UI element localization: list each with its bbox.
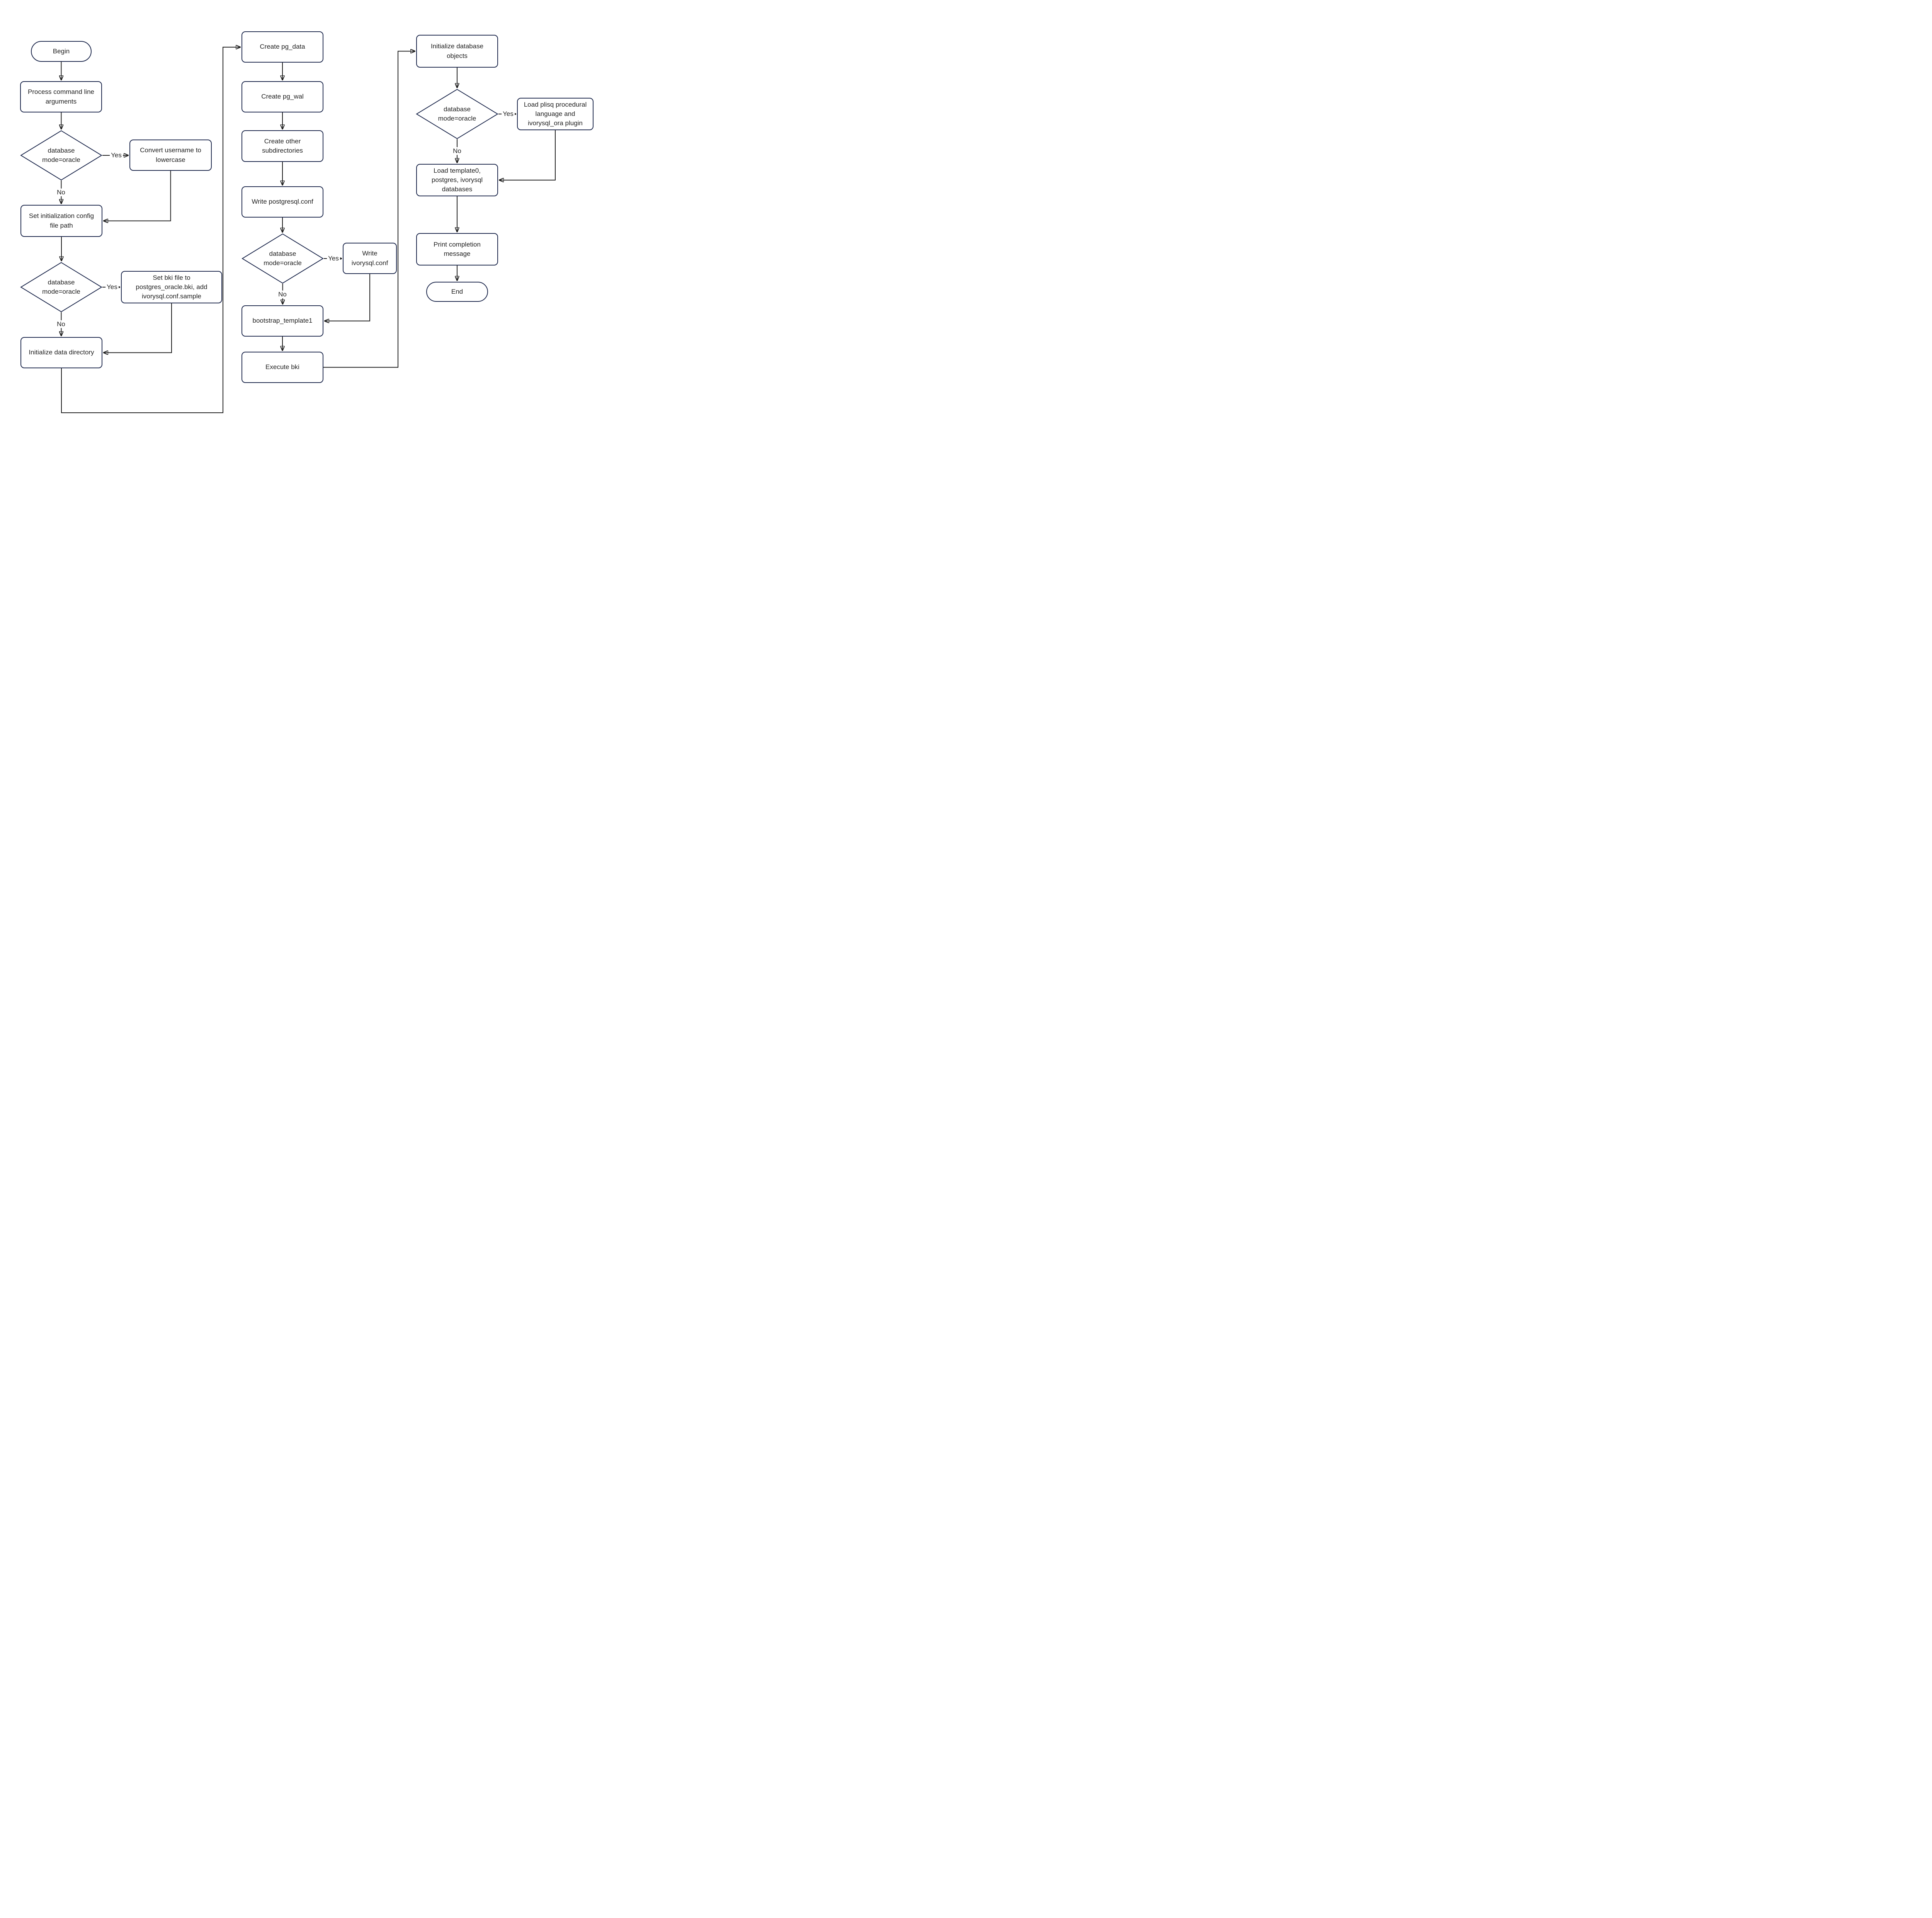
edge-write-ivorysql-conf-to-bootstrap-template1 (325, 274, 370, 321)
node-create-pg-wal: Create pg_wal (242, 81, 323, 112)
node-init-data-dir: Initialize data directory (20, 337, 102, 368)
node-decision-oracle-2: database mode=oracle (20, 262, 102, 312)
node-begin-label: Begin (53, 47, 70, 55)
node-create-other-subdirs: Create other subdirectories (242, 130, 323, 162)
node-write-postgresql-conf: Write postgresql.conf (242, 186, 323, 218)
node-process-args-label: Process command line arguments (28, 88, 94, 105)
edge-label-no-4: No (452, 147, 463, 155)
node-create-other-subdirs-label: Create other subdirectories (262, 137, 303, 154)
edge-init-data-dir-to-create-pg-data (61, 47, 240, 413)
edge-label-no-2: No (56, 320, 66, 328)
node-write-postgresql-conf-label: Write postgresql.conf (252, 198, 313, 206)
flow-edges (0, 0, 556, 413)
node-bootstrap-template1: bootstrap_template1 (242, 305, 323, 337)
diamond-shape (242, 233, 324, 284)
node-print-completion-label: Print completion message (434, 240, 481, 257)
node-load-plisq-plugin: Load plisq procedural language and ivory… (517, 98, 594, 130)
node-set-init-config: Set initialization config file path (20, 205, 102, 237)
node-decision-oracle-1-label: database mode=oracle (42, 146, 80, 163)
edge-set-bki-file-to-init-data-dir (104, 303, 172, 353)
node-init-db-objects-label: Initialize database objects (430, 43, 484, 60)
node-convert-username-label: Convert username to lowercase (140, 146, 201, 163)
node-init-data-dir-label: Initialize data directory (29, 349, 94, 356)
node-decision-oracle-2-label: database mode=oracle (42, 278, 80, 295)
node-create-pg-wal-label: Create pg_wal (261, 93, 304, 100)
node-begin: Begin (31, 41, 92, 62)
node-decision-oracle-4-label: database mode=oracle (438, 105, 476, 122)
node-end-label: End (451, 288, 463, 295)
node-convert-username: Convert username to lowercase (129, 140, 212, 171)
node-load-plisq-plugin-label: Load plisq procedural language and ivory… (524, 100, 587, 127)
node-decision-oracle-3: database mode=oracle (242, 233, 324, 284)
edge-label-yes-4: Yes (502, 110, 515, 118)
edge-label-yes-2: Yes (105, 283, 119, 291)
node-print-completion: Print completion message (416, 233, 498, 265)
node-execute-bki: Execute bki (242, 352, 323, 383)
node-bootstrap-template1-label: bootstrap_template1 (252, 317, 313, 325)
node-create-pg-data-label: Create pg_data (260, 43, 305, 51)
node-decision-oracle-3-label: database mode=oracle (264, 250, 302, 267)
node-init-db-objects: Initialize database objects (416, 35, 498, 68)
edge-load-plisq-plugin-to-load-databases (499, 130, 556, 180)
edge-label-no-3: No (277, 290, 288, 299)
node-create-pg-data: Create pg_data (242, 31, 323, 63)
edge-label-no-1: No (56, 188, 66, 197)
edge-convert-username-to-set-init-config (104, 171, 171, 221)
diamond-shape (20, 262, 102, 312)
flowchart-canvas: Begin Process command line arguments dat… (0, 0, 598, 423)
edge-label-yes-1: Yes (110, 151, 123, 160)
node-set-init-config-label: Set initialization config file path (29, 212, 94, 229)
node-write-ivorysql-conf: Write ivorysql.conf (343, 243, 397, 274)
diamond-shape (416, 89, 498, 139)
node-end: End (426, 282, 488, 302)
node-write-ivorysql-conf-label: Write ivorysql.conf (351, 250, 388, 267)
node-decision-oracle-4: database mode=oracle (416, 89, 498, 139)
node-load-databases-label: Load template0, postgres, ivorysql datab… (431, 167, 483, 193)
edge-label-yes-3: Yes (327, 254, 340, 263)
diamond-shape (20, 130, 102, 180)
node-decision-oracle-1: database mode=oracle (20, 130, 102, 180)
node-execute-bki-label: Execute bki (265, 363, 299, 371)
edge-execute-bki-to-init-db-objects (323, 51, 415, 368)
node-set-bki-file: Set bki file to postgres_oracle.bki, add… (121, 271, 222, 303)
node-process-args: Process command line arguments (20, 81, 102, 112)
node-load-databases: Load template0, postgres, ivorysql datab… (416, 164, 498, 196)
node-set-bki-file-label: Set bki file to postgres_oracle.bki, add… (136, 274, 207, 300)
